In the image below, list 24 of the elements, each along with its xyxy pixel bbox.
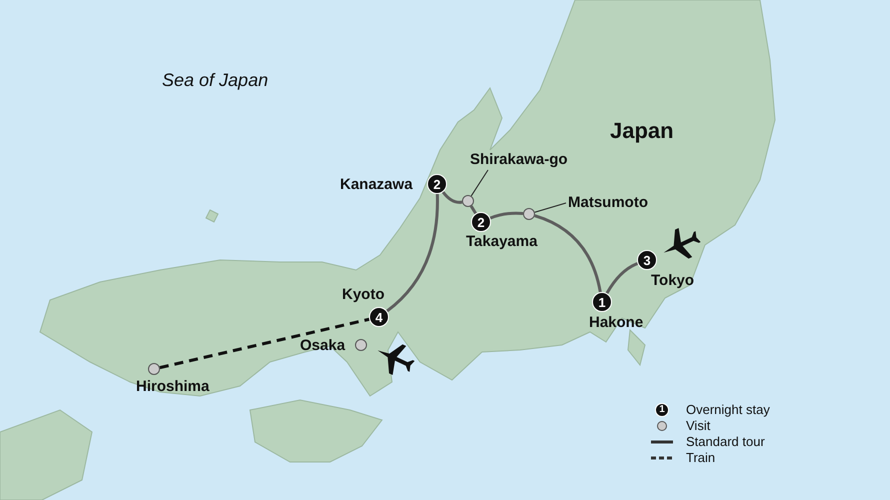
place-name: Shirakawa-go: [470, 151, 568, 169]
legend-text: Train: [686, 450, 716, 466]
place-name: Matsumoto: [568, 194, 648, 212]
tour-route-line: [534, 214, 602, 292]
city-name: Hakone: [589, 314, 644, 332]
overnight-stop-marker: 1: [655, 403, 669, 417]
leader-line: [534, 202, 566, 213]
legend-text: Overnight stay: [686, 402, 770, 418]
city-name: Tokyo: [651, 272, 694, 290]
leader-line: [470, 170, 488, 196]
city-name: Takayama: [466, 233, 538, 251]
legend-text: Standard tour: [686, 434, 765, 450]
tour-route-line: [490, 212, 524, 220]
country-name: Japan: [610, 118, 674, 144]
city-name: Osaka: [300, 337, 346, 355]
city-name: Kyoto: [342, 286, 384, 304]
city-name: Kanazawa: [340, 176, 413, 194]
train-route-line: [160, 318, 370, 370]
tour-route-line: [442, 191, 462, 204]
tour-route-line: [470, 205, 478, 214]
city-name: Hiroshima: [136, 378, 210, 396]
tour-route-line: [386, 194, 439, 312]
sea-name: Sea of Japan: [162, 70, 268, 91]
legend-text: Visit: [686, 418, 710, 434]
